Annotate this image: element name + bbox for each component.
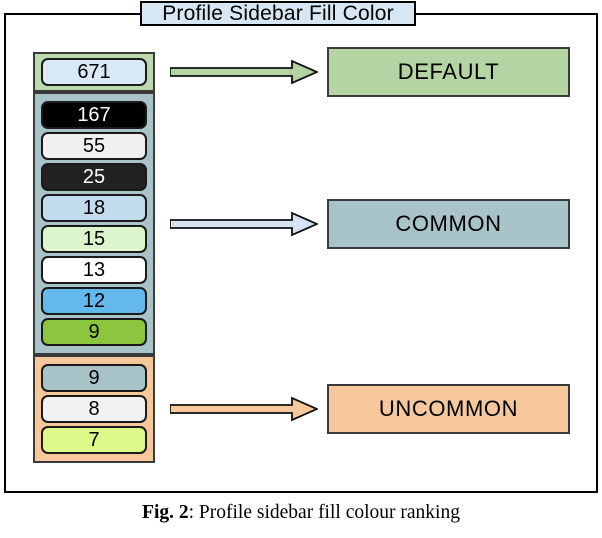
- arrow-uncommon: [170, 396, 318, 422]
- group-panel-default: 671: [33, 52, 155, 92]
- swatch-count-label: 15: [82, 227, 106, 250]
- color-swatch[interactable]: 15: [41, 225, 147, 253]
- arrow-default: [170, 59, 318, 85]
- color-swatch[interactable]: 25: [41, 163, 147, 191]
- category-label: DEFAULT: [397, 59, 500, 84]
- color-swatch[interactable]: 9: [41, 364, 147, 392]
- swatch-count-label: 13: [82, 258, 106, 281]
- arrow-common: [170, 211, 318, 237]
- color-swatch[interactable]: 8: [41, 395, 147, 423]
- swatch-count-label: 12: [82, 289, 106, 312]
- category-box-uncommon[interactable]: UNCOMMON: [327, 384, 570, 434]
- swatch-count-label: 9: [88, 366, 100, 389]
- swatch-count-label: 7: [88, 428, 100, 451]
- category-box-common[interactable]: COMMON: [327, 198, 570, 249]
- group-panel-uncommon: 9 8 7: [33, 355, 155, 463]
- swatch-count-label: 8: [88, 397, 100, 420]
- color-swatch[interactable]: 167: [41, 101, 147, 129]
- color-swatch[interactable]: 13: [41, 256, 147, 284]
- figure-title: Profile Sidebar Fill Color: [140, 1, 416, 26]
- category-label: COMMON: [395, 210, 502, 236]
- swatch-count-label: 25: [82, 165, 106, 188]
- swatch-count-label: 671: [77, 60, 111, 83]
- group-panel-common: 167 55 25 18 15 13 12 9: [33, 92, 155, 355]
- color-swatch[interactable]: 55: [41, 132, 147, 160]
- caption-label: Fig. 2: [142, 502, 189, 523]
- swatch-count-label: 55: [82, 134, 106, 157]
- caption-text: : Profile sidebar fill colour ranking: [188, 502, 460, 523]
- category-box-default[interactable]: DEFAULT: [327, 47, 570, 97]
- color-swatch[interactable]: 7: [41, 426, 147, 454]
- swatch-count-label: 18: [82, 196, 106, 219]
- color-swatch[interactable]: 9: [41, 318, 147, 346]
- swatch-count-label: 9: [88, 320, 100, 343]
- color-swatch[interactable]: 18: [41, 194, 147, 222]
- color-swatch[interactable]: 12: [41, 287, 147, 315]
- swatch-count-label: 167: [77, 103, 111, 126]
- ranking-column: 671 167 55 25 18 15 13 12 9 9 8 7: [33, 52, 155, 463]
- figure-caption: Fig. 2: Profile sidebar fill colour rank…: [0, 502, 602, 524]
- category-label: UNCOMMON: [378, 396, 519, 421]
- color-swatch[interactable]: 671: [41, 58, 147, 86]
